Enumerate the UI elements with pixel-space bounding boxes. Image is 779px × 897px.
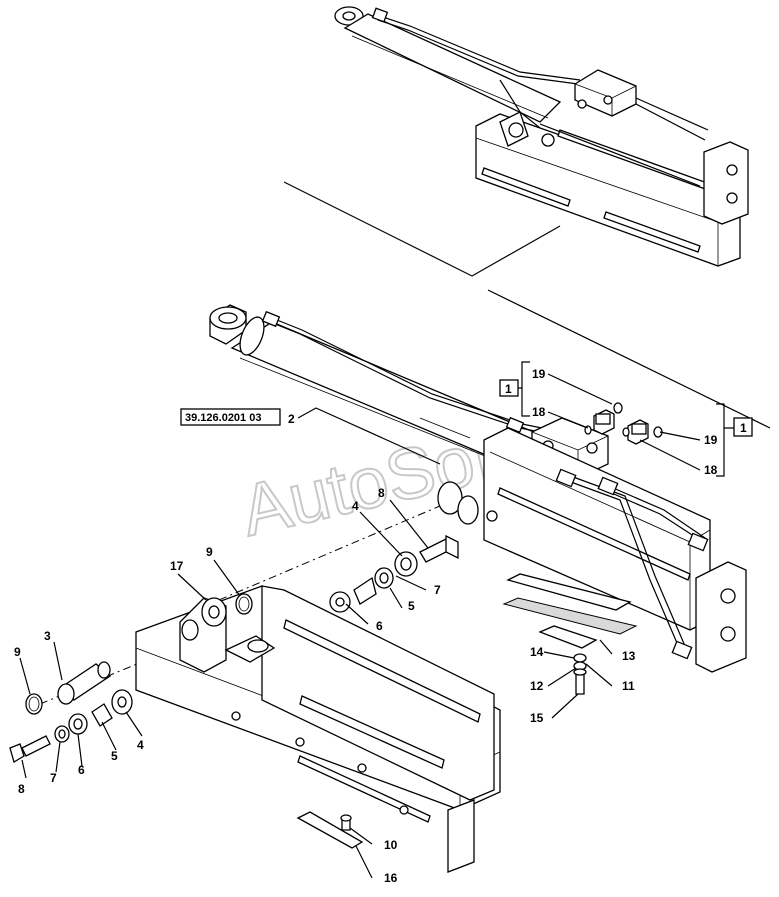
fittings-lower — [622, 419, 663, 445]
callout-numbers: 2 3 4 4 5 5 6 6 7 7 8 8 9 9 10 11 12 13 … — [14, 367, 718, 885]
callout-18-lower: 18 — [704, 463, 718, 477]
callout-19-lower: 19 — [704, 433, 718, 447]
circlip-right — [235, 593, 253, 615]
callout-6-right: 6 — [376, 619, 383, 633]
callout-3: 3 — [44, 629, 51, 643]
hardware-14-12-15 — [573, 653, 587, 695]
callout-7-right: 7 — [434, 583, 441, 597]
callout-9-left: 9 — [14, 645, 21, 659]
kit-marker — [733, 417, 753, 437]
callout-12: 12 — [530, 679, 544, 693]
callout-8-left: 8 — [18, 782, 25, 796]
hydraulic-cylinder — [209, 304, 550, 471]
kit-bracket-left — [518, 361, 530, 417]
pin-set-right — [329, 534, 459, 613]
kit-marker-inline-text: 1 — [505, 382, 512, 396]
callout-14: 14 — [530, 645, 544, 659]
reference-box — [180, 408, 281, 426]
callout-15: 15 — [530, 711, 544, 725]
callout-9-right: 9 — [206, 545, 213, 559]
callout-16: 16 — [384, 871, 398, 885]
callout-7-left: 7 — [50, 771, 57, 785]
shims — [502, 573, 638, 649]
callout-2: 2 — [288, 412, 295, 426]
leader-lines — [19, 373, 701, 879]
cylinder-frame — [437, 427, 747, 673]
hardware-10-16 — [296, 811, 364, 849]
axis-line-upper — [185, 505, 441, 615]
callout-4-right: 4 — [352, 499, 359, 513]
callout-19-upper: 19 — [532, 367, 546, 381]
pin-set-left — [9, 661, 133, 763]
callout-10: 10 — [384, 838, 398, 852]
kit-bracket-right — [716, 403, 734, 477]
base-bracket — [135, 585, 501, 873]
fittings-upper — [584, 402, 623, 435]
callout-4-left: 4 — [137, 738, 144, 752]
callout-8-right: 8 — [378, 486, 385, 500]
zoom-line-right — [487, 289, 771, 429]
callout-5-left: 5 — [111, 749, 118, 763]
callout-11: 11 — [622, 679, 635, 693]
callout-18-upper: 18 — [532, 405, 546, 419]
overview-assembly — [334, 6, 749, 267]
callout-6-left: 6 — [78, 763, 85, 777]
zoom-line-left — [283, 181, 561, 277]
callout-5-right: 5 — [408, 599, 415, 613]
callout-13: 13 — [622, 649, 636, 663]
kit-marker-text: 1 — [740, 421, 747, 435]
callout-17: 17 — [170, 559, 184, 573]
reference-box-text: 39.126.0201 03 — [185, 412, 261, 424]
